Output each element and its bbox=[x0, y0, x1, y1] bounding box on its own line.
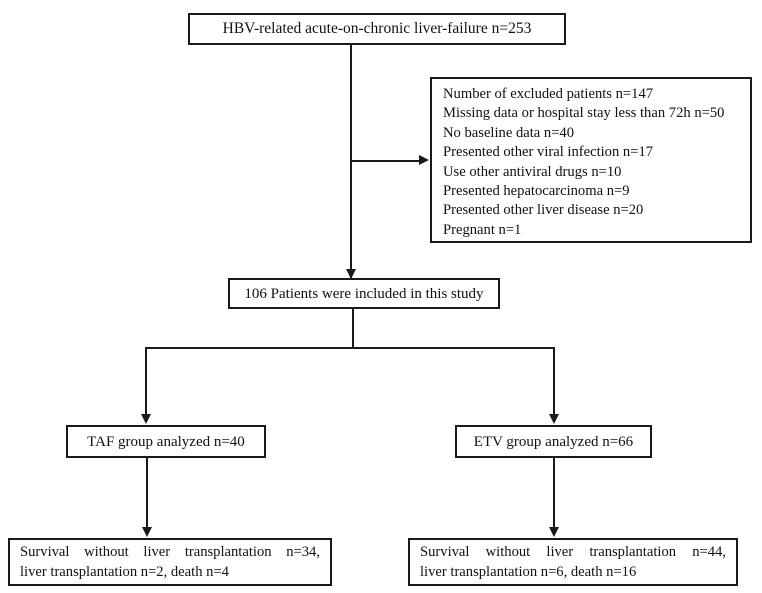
taf-outcome-line-1: Survival without liver transplantation n… bbox=[20, 544, 320, 560]
node-excluded-patients: Number of excluded patients n=147 Missin… bbox=[430, 77, 752, 243]
node-etv-outcome: Survival without liver transplantation n… bbox=[408, 538, 738, 586]
connector-enrolled-to-included bbox=[350, 45, 352, 281]
etv-outcome-line-2: liver transplantation n=6, death n=16 bbox=[420, 564, 637, 580]
node-etv-group: ETV group analyzed n=66 bbox=[455, 425, 652, 458]
connector-split-to-taf bbox=[145, 347, 147, 415]
excluded-line-hepatocarcinoma: Presented hepatocarcinoma n=9 bbox=[443, 183, 630, 200]
node-taf-outcome: Survival without liver transplantation n… bbox=[8, 538, 332, 586]
node-enrolled-population: HBV-related acute-on-chronic liver-failu… bbox=[188, 13, 566, 45]
taf-outcome-line-2: liver transplantation n=2, death n=4 bbox=[20, 564, 229, 580]
excluded-line-liver-disease: Presented other liver disease n=20 bbox=[443, 202, 644, 219]
connector-included-split-stem bbox=[352, 309, 354, 348]
excluded-line-no-baseline: No baseline data n=40 bbox=[443, 124, 575, 141]
connector-etv-to-outcome bbox=[553, 458, 555, 529]
node-included-patients: 106 Patients were included in this study bbox=[228, 278, 500, 309]
connector-included-split-bar bbox=[145, 347, 554, 349]
arrowhead-to-etv-outcome-icon bbox=[549, 527, 559, 537]
connector-to-excluded bbox=[350, 160, 420, 162]
arrowhead-to-taf-icon bbox=[141, 414, 151, 424]
arrowhead-to-excluded-icon bbox=[419, 155, 429, 165]
node-enrolled-text: HBV-related acute-on-chronic liver-failu… bbox=[222, 20, 532, 37]
arrowhead-to-etv-icon bbox=[549, 414, 559, 424]
excluded-line-missing-data: Missing data or hospital stay less than … bbox=[443, 105, 725, 122]
etv-outcome-line-1: Survival without liver transplantation n… bbox=[420, 544, 726, 560]
arrowhead-to-taf-outcome-icon bbox=[142, 527, 152, 537]
node-included-text: 106 Patients were included in this study bbox=[244, 285, 484, 302]
arrowhead-to-included-icon bbox=[346, 269, 356, 279]
connector-taf-to-outcome bbox=[146, 458, 148, 529]
excluded-line-total: Number of excluded patients n=147 bbox=[443, 86, 654, 102]
connector-split-to-etv bbox=[553, 347, 555, 415]
excluded-line-viral-infection: Presented other viral infection n=17 bbox=[443, 144, 654, 161]
node-etv-text: ETV group analyzed n=66 bbox=[473, 433, 634, 450]
excluded-line-antiviral-drugs: Use other antiviral drugs n=10 bbox=[443, 163, 622, 180]
node-taf-text: TAF group analyzed n=40 bbox=[87, 433, 245, 450]
excluded-line-pregnant: Pregnant n=1 bbox=[443, 221, 522, 238]
node-taf-group: TAF group analyzed n=40 bbox=[66, 425, 266, 458]
